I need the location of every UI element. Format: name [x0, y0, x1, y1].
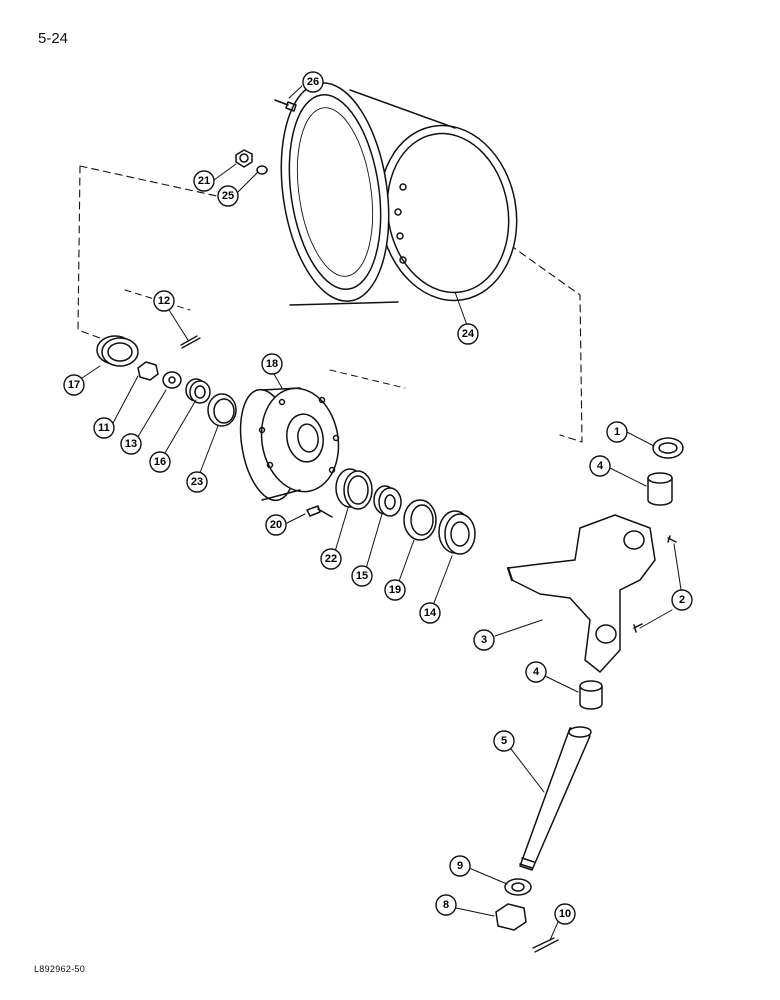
callout-9: 9 — [449, 855, 471, 877]
callout-4-upper: 4 — [589, 455, 611, 477]
callout-15: 15 — [351, 565, 373, 587]
svg-text:25: 25 — [222, 190, 234, 202]
steering-spindle — [506, 514, 656, 673]
svg-text:13: 13 — [125, 438, 137, 450]
svg-text:19: 19 — [389, 584, 401, 596]
callout-24: 24 — [457, 323, 479, 345]
callout-12: 12 — [153, 290, 175, 312]
callout-25: 25 — [217, 185, 239, 207]
svg-text:26: 26 — [307, 76, 319, 88]
svg-text:21: 21 — [198, 175, 210, 187]
wheel-washer — [256, 165, 268, 175]
dust-cap — [96, 335, 139, 367]
callout-11: 11 — [93, 417, 115, 439]
svg-text:18: 18 — [266, 358, 278, 370]
king-pin — [519, 726, 592, 871]
svg-text:4: 4 — [597, 460, 604, 472]
figure-code: L892962-50 — [34, 964, 86, 974]
wheel-nut — [235, 149, 253, 168]
callout-1: 1 — [606, 421, 628, 443]
callout-3: 3 — [473, 629, 495, 651]
svg-text:5: 5 — [501, 735, 507, 747]
grease-fitting-upper — [667, 535, 677, 543]
bearing-ring — [403, 499, 437, 541]
callout-10: 10 — [554, 903, 576, 925]
hub-washer — [162, 371, 182, 389]
callout-21: 21 — [193, 170, 215, 192]
svg-text:24: 24 — [462, 328, 475, 340]
svg-text:10: 10 — [559, 908, 571, 920]
svg-text:23: 23 — [191, 476, 203, 488]
svg-text:15: 15 — [356, 570, 368, 582]
inner-bearing-cup — [335, 468, 373, 510]
outer-bearing-cone — [185, 378, 211, 404]
callout-26: 26 — [302, 71, 324, 93]
callout-18: 18 — [261, 353, 283, 375]
callout-5: 5 — [493, 730, 515, 752]
grease-fitting-lower — [633, 623, 643, 633]
callout-14: 14 — [419, 602, 441, 624]
hub-bolt — [306, 505, 333, 518]
svg-text:2: 2 — [679, 594, 685, 606]
callout-16: 16 — [149, 451, 171, 473]
king-pin-washer — [504, 878, 532, 896]
callout-22: 22 — [320, 548, 342, 570]
callout-20: 20 — [265, 514, 287, 536]
callout-8: 8 — [435, 894, 457, 916]
svg-text:8: 8 — [443, 899, 449, 911]
svg-text:9: 9 — [457, 860, 463, 872]
outer-bearing-cup — [207, 393, 237, 427]
cotter-pin — [180, 335, 201, 349]
spindle-thrust-washer — [652, 437, 684, 459]
callout-23: 23 — [186, 471, 208, 493]
callout-4-lower: 4 — [525, 661, 547, 683]
svg-text:4: 4 — [533, 666, 540, 678]
svg-text:22: 22 — [325, 553, 337, 565]
king-pin-castle-nut — [495, 903, 527, 931]
spindle-bushing-upper — [647, 472, 673, 506]
wheel-hub — [239, 387, 340, 502]
callout-17: 17 — [63, 374, 85, 396]
wheel-bolt — [274, 99, 297, 112]
inner-bearing-cone — [373, 485, 402, 517]
castle-nut — [137, 361, 159, 381]
svg-text:16: 16 — [154, 456, 166, 468]
svg-text:3: 3 — [481, 634, 487, 646]
page-number: 5-24 — [38, 30, 69, 47]
callout-2: 2 — [671, 589, 693, 611]
svg-text:17: 17 — [68, 379, 80, 391]
svg-text:1: 1 — [614, 426, 620, 438]
assembly-dashed-outline — [77, 165, 583, 443]
callout-19: 19 — [384, 579, 406, 601]
svg-text:11: 11 — [98, 422, 110, 434]
svg-text:20: 20 — [270, 519, 282, 531]
spindle-bushing-lower — [579, 680, 603, 710]
hub-seal — [438, 510, 476, 555]
callout-13: 13 — [120, 433, 142, 455]
leader-lines — [81, 85, 683, 941]
svg-text:12: 12 — [158, 295, 170, 307]
svg-text:14: 14 — [424, 607, 437, 619]
wheel-rim — [280, 82, 518, 306]
